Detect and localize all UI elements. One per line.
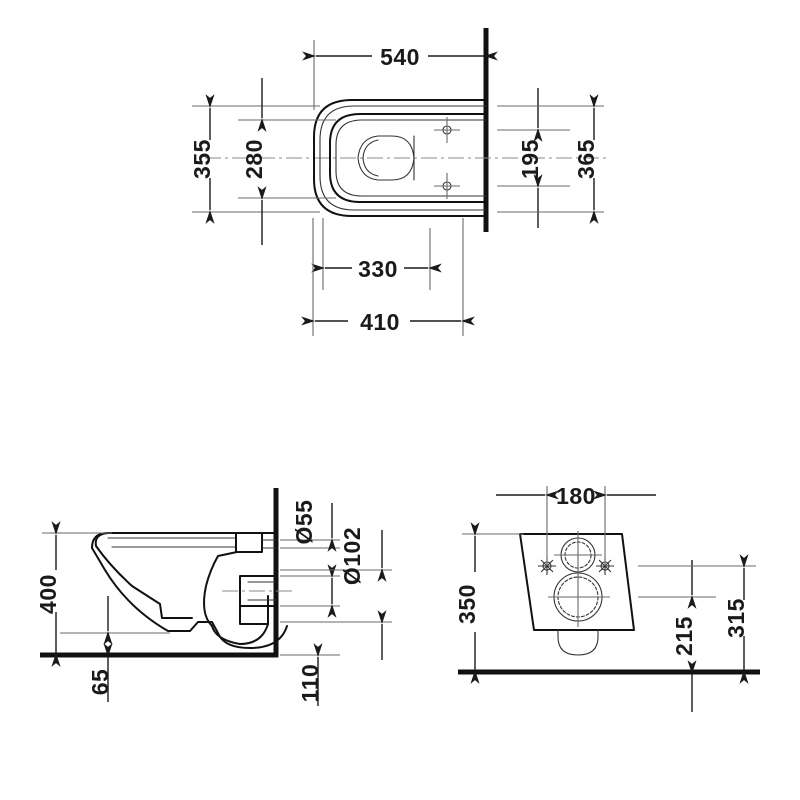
top-view-outer-outline [313, 99, 487, 217]
dimension-215-label: 215 [671, 616, 697, 656]
side-view-inlet-block [235, 532, 263, 553]
side-view-outlet-spigot [239, 575, 277, 607]
dimension-365: 365 [497, 94, 604, 224]
dimension-110-label: 110 [297, 664, 323, 703]
dimension-400: 400 [35, 521, 112, 667]
side-view-trap-inner [203, 551, 238, 627]
dimension-180: 180 [496, 483, 656, 566]
top-view-bowl-inner [335, 119, 487, 197]
dimension-330: 330 [311, 218, 442, 290]
dimension-195: 195 [497, 88, 570, 228]
dimension-540: 540 [302, 40, 498, 110]
dimension-65-label: 65 [87, 669, 113, 696]
top-view: 540 355 280 195 [189, 28, 610, 336]
dimension-215: 215 [638, 560, 716, 712]
top-view-fixing-hole-lower [434, 173, 460, 199]
dimension-55-label: Ø55 [291, 500, 317, 545]
dimension-280-label: 280 [241, 139, 267, 179]
dimension-55: Ø55 [280, 500, 340, 618]
top-view-flush-shroud-mid [357, 135, 393, 181]
dimension-280: 280 [238, 78, 336, 245]
dimension-180-label: 180 [556, 483, 596, 509]
side-view-trap-bowl [211, 595, 269, 645]
dimension-400-label: 400 [35, 574, 61, 614]
side-view-outlet-base [239, 605, 269, 625]
dimension-410-label: 410 [360, 309, 400, 335]
side-view-bowl-shadow [94, 532, 277, 619]
dimension-330-label: 330 [358, 256, 398, 282]
dimension-365-label: 365 [573, 139, 599, 179]
side-section-view: 400 65 Ø55 Ø102 [35, 488, 392, 706]
side-view-bowl-outer [91, 532, 288, 649]
dimension-350-label: 350 [454, 584, 480, 624]
dimension-315: 315 [638, 554, 756, 684]
front-view-body-outline [519, 533, 635, 631]
dimension-355-label: 355 [189, 139, 215, 179]
dimension-102: Ø102 [280, 527, 392, 660]
dimension-315-label: 315 [723, 598, 749, 638]
top-view-bowl-rim [329, 113, 487, 203]
dimension-410: 410 [301, 218, 475, 336]
top-view-flush-shroud-inner [362, 139, 379, 177]
dimension-350: 350 [454, 522, 524, 684]
front-view: 180 350 215 315 [454, 483, 760, 712]
dimension-355: 355 [189, 94, 320, 224]
dimension-110: 110 [280, 643, 340, 706]
dimension-102-label: Ø102 [339, 527, 365, 585]
front-view-outlet-boss [557, 629, 599, 656]
dimension-195-label: 195 [517, 139, 543, 179]
front-view-outlet-circle [548, 567, 610, 627]
dimension-65: 65 [60, 596, 170, 702]
top-view-fixing-hole-upper [434, 117, 460, 143]
dimension-540-label: 540 [380, 44, 420, 70]
top-view-seat-outline [319, 105, 487, 211]
